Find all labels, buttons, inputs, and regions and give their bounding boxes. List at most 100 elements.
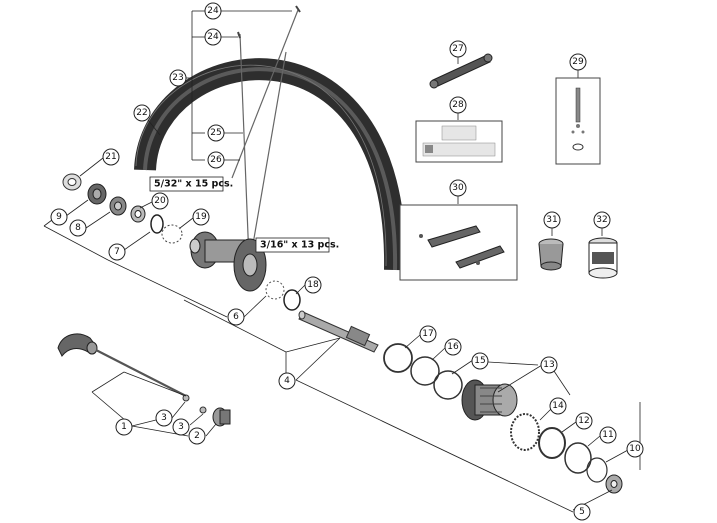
hub-axle-4 [298, 310, 379, 353]
callout-32: 32 [593, 211, 611, 229]
spoke-ball-count-text: 5/32" x 15 pcs. [154, 179, 233, 190]
callout-1-label: 1 [121, 422, 127, 432]
callout-17: 17 [419, 325, 437, 343]
callout-3b-label: 3 [178, 422, 184, 432]
callout-24a-label: 24 [207, 6, 219, 16]
callout-21: 21 [102, 148, 120, 166]
callout-27-label: 27 [452, 44, 463, 54]
callout-29-label: 29 [572, 57, 584, 67]
callout-5-label: 5 [579, 507, 585, 517]
callout-26: 26 [207, 151, 225, 169]
callout-10: 10 [626, 440, 644, 458]
callout-3a: 3 [155, 409, 173, 427]
callout-18: 18 [304, 276, 322, 294]
valve-panel-29 [555, 77, 601, 165]
ring-12 [538, 427, 566, 459]
callout-2-label: 2 [194, 431, 200, 441]
spoke-ball-count-note: 5/32" x 15 pcs. [149, 176, 233, 192]
bearing-ball-count-note: 3/16" x 13 pcs. [255, 237, 339, 253]
callout-3b: 3 [172, 418, 190, 436]
callout-14-label: 14 [552, 401, 564, 411]
ring-16 [410, 356, 440, 386]
callout-6-label: 6 [233, 312, 239, 322]
callout-3a-label: 3 [161, 413, 167, 423]
callout-14: 14 [549, 397, 567, 415]
callout-15: 15 [471, 352, 489, 370]
ring-10 [586, 457, 608, 483]
callout-20: 20 [151, 192, 169, 210]
callout-17-label: 17 [422, 329, 433, 339]
callout-1: 1 [115, 418, 133, 436]
callout-23-label: 23 [172, 73, 183, 83]
washer-7 [150, 214, 164, 234]
callout-11-label: 11 [602, 430, 613, 440]
callout-23: 23 [169, 69, 187, 87]
callout-7-label: 7 [114, 247, 120, 257]
callout-2: 2 [188, 427, 206, 445]
bearing-ball-count-text: 3/16" x 13 pcs. [260, 240, 339, 251]
ring-11 [564, 442, 592, 474]
bearing-ring-balls [265, 280, 285, 300]
callout-8: 8 [69, 219, 87, 237]
callout-18-label: 18 [307, 280, 319, 290]
callout-27: 27 [449, 40, 467, 58]
spoke-wrench-27 [429, 53, 493, 89]
callout-24b-label: 24 [207, 32, 219, 42]
dust-cap-20 [130, 205, 146, 223]
rim-tape-label-panel-28 [415, 120, 503, 163]
callout-28: 28 [449, 96, 467, 114]
callout-9: 9 [50, 208, 68, 226]
callout-24b: 24 [204, 28, 222, 46]
left-cone-8 [109, 196, 127, 216]
brake-shoe-panel-30 [399, 204, 518, 281]
callout-16-label: 16 [447, 342, 459, 352]
callout-13: 13 [540, 356, 558, 374]
callout-25-label: 25 [210, 128, 221, 138]
callout-13-label: 13 [543, 360, 554, 370]
callout-19: 19 [192, 208, 210, 226]
quick-release-skewer [95, 349, 187, 397]
left-locknut-21 [62, 173, 82, 191]
callout-29: 29 [569, 53, 587, 71]
spring-3 [182, 394, 190, 402]
left-cone-9 [87, 183, 107, 205]
spring-3b [199, 406, 207, 414]
callout-22-label: 22 [136, 108, 147, 118]
bearing-balls-19 [161, 224, 183, 244]
end-locknut-5 [605, 474, 623, 494]
callout-11: 11 [599, 426, 617, 444]
callout-28-label: 28 [452, 100, 464, 110]
ring-17 [383, 343, 413, 373]
spokes [231, 5, 301, 261]
callout-32-label: 32 [596, 215, 607, 225]
callout-6: 6 [227, 308, 245, 326]
bearing-cup-31 [538, 238, 564, 271]
callout-16: 16 [444, 338, 462, 356]
callout-31: 31 [543, 211, 561, 229]
seal-18 [283, 289, 301, 311]
callout-25: 25 [207, 124, 225, 142]
hub-body [189, 231, 267, 292]
quick-release-lever [57, 333, 98, 357]
callout-31-label: 31 [546, 215, 557, 225]
callout-4: 4 [278, 372, 296, 390]
callout-26-label: 26 [210, 155, 222, 165]
callout-8-label: 8 [75, 223, 81, 233]
callout-20-label: 20 [154, 196, 166, 206]
callout-24a: 24 [204, 2, 222, 20]
callout-12: 12 [575, 412, 593, 430]
freehub-body-13 [461, 379, 518, 421]
callout-7: 7 [108, 243, 126, 261]
callout-5: 5 [573, 503, 591, 521]
callout-19-label: 19 [195, 212, 207, 222]
callout-30: 30 [449, 179, 467, 197]
toothed-ring-14 [510, 413, 540, 451]
callout-10-label: 10 [629, 444, 641, 454]
rim [134, 58, 407, 271]
callout-12-label: 12 [578, 416, 589, 426]
adjusting-nut-2 [212, 407, 231, 427]
callout-22: 22 [133, 104, 151, 122]
callout-15-label: 15 [474, 356, 485, 366]
callout-30-label: 30 [452, 183, 464, 193]
